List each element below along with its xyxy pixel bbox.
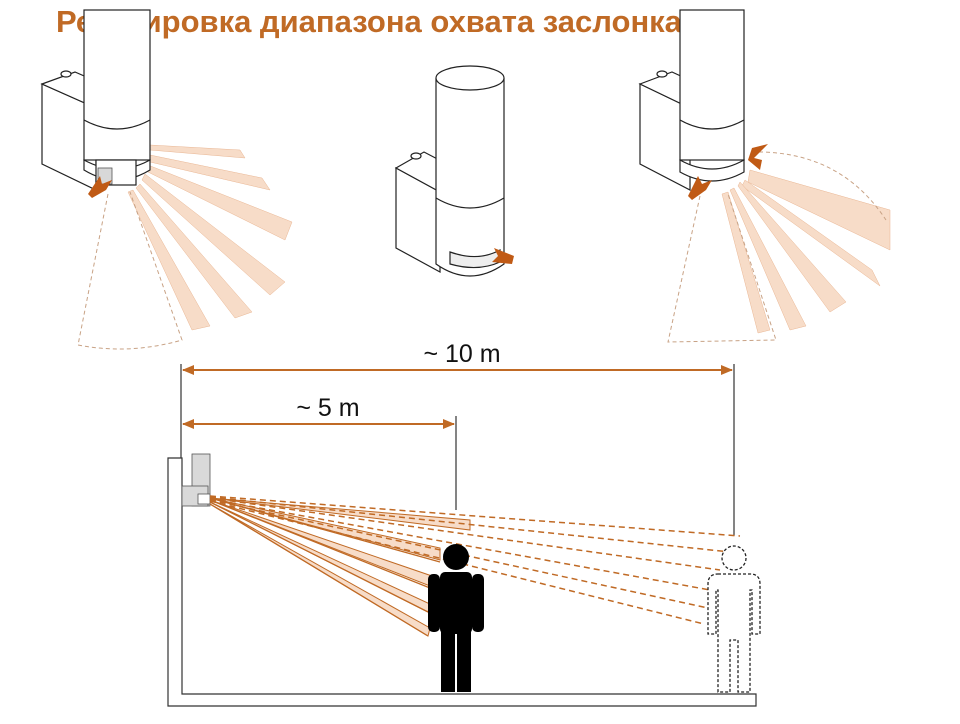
lamp-left-shutter-arrow	[88, 176, 112, 198]
lamp-right-dashed-upper	[751, 151, 887, 221]
diagram-title: Регулировка диапазона охвата заслонками	[56, 4, 724, 39]
lamp-center-shutter-arrow	[492, 248, 514, 264]
dimension-lines: ~ 10 m ~ 5 m	[180, 340, 735, 536]
lamp-center-illustration	[394, 65, 514, 277]
wall-and-floor	[167, 457, 757, 707]
lamp-right-beams	[721, 169, 891, 334]
lamp-left-dashed-zone	[77, 191, 183, 350]
person-near	[428, 544, 484, 692]
person-far-outline	[707, 545, 761, 693]
lamp-right-dashed-lower	[667, 193, 777, 343]
lamp-right-illustration	[638, 9, 891, 343]
lamp-right-lower-arrow	[688, 176, 712, 200]
dimension-5m-label: ~ 5 m	[296, 394, 359, 422]
lamp-left-beams	[127, 144, 293, 331]
lamp-right-upper-arrow	[748, 144, 768, 170]
dimension-10m-label: ~ 10 m	[423, 340, 500, 368]
wall-mounted-lamp	[181, 453, 211, 507]
lamp-left-illustration	[40, 9, 293, 350]
